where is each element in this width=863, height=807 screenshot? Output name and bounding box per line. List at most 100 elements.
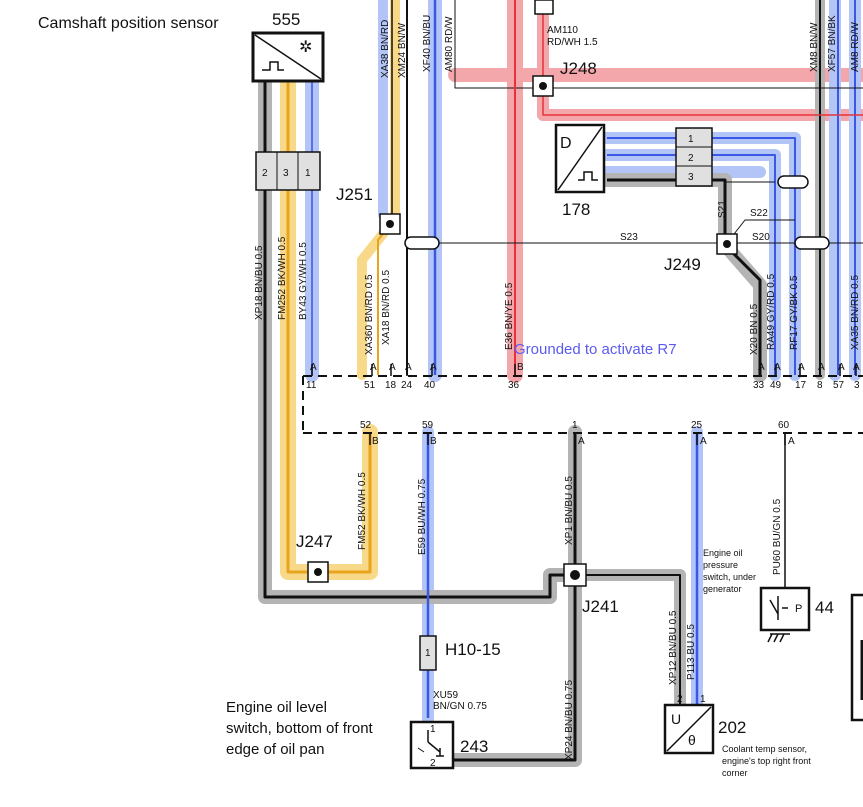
wire-label-xa18: XA18 BN/RD 0.5 [381, 270, 392, 345]
top-pin-number-1: 51 [364, 380, 376, 391]
junction-j251-label: J251 [336, 185, 373, 204]
grounded-note: Grounded to activate R7 [514, 341, 677, 358]
xu59-label-1: XU59 [433, 690, 458, 701]
c555-pin-1: 1 [305, 168, 311, 179]
component-44-label: 44 [815, 598, 834, 617]
top-pin-number-0: 11 [306, 380, 317, 391]
wire-label-xa38: XA38 BN/RD [380, 20, 391, 78]
oil-pressure-switch-44 [759, 586, 811, 643]
top-pin-letter-8: A [798, 362, 805, 373]
splice-s23-label: S23 [620, 232, 638, 243]
c202-pin-2: 2 [677, 694, 683, 705]
vertical-wire-labels: XP18 BN/BU 0.5 FM252 BK/WH 0.5 BY43 GY/W… [254, 15, 861, 760]
wire-label-xa360: XA360 BN/RD 0.5 [364, 274, 375, 355]
am110-label-1: AM110 [547, 25, 578, 36]
gear-icon: ✲ [299, 39, 312, 56]
wire-label-xf57: XF57 BN/BK [827, 15, 838, 72]
wire-178-1 [607, 137, 796, 375]
coolant-label-2: engine's top right front [722, 756, 811, 766]
top-pin-letter-10: A [838, 362, 845, 373]
wire-label-xp18: XP18 BN/BU 0.5 [254, 245, 265, 320]
connector-555 [255, 151, 321, 191]
wire-label-ra49: RA49 GY/RD 0.5 [766, 273, 777, 350]
wire-label-xm24: XM24 BN/W [397, 22, 408, 78]
camshaft-sensor-label: Camshaft position sensor [38, 15, 219, 32]
splice-s21-label: S21 [717, 200, 728, 218]
bottom-pin-letter-4: A [788, 436, 795, 447]
bottom-pin-number-1: 59 [422, 420, 434, 431]
shield-capsules [404, 175, 830, 250]
pressure-p-label: P [795, 603, 802, 615]
wire-label-xm8: XM8 BN/W [809, 22, 820, 72]
wire-xp12 [575, 574, 681, 705]
h10-pin-1: 1 [425, 648, 431, 659]
wire-label-xp12: XP12 BN/BU 0.5 [668, 610, 679, 685]
gray-glow-xp12 [569, 569, 686, 711]
component-555-label: 555 [272, 10, 300, 29]
junction-j247-label: J247 [296, 532, 333, 551]
top-pin-letter-2: A [389, 362, 396, 373]
module-pins-top: A 11 A 51 A 18 A 24 A 40 B 36 A 33 A 49 … [306, 362, 860, 391]
splice-s20-label: S20 [752, 232, 770, 243]
c243-pin-1: 1 [430, 724, 436, 735]
top-pin-letter-4: A [430, 362, 437, 373]
c178-pin-2: 2 [688, 153, 694, 164]
wire-label-xp1: XP1 BN/BU 0.5 [564, 476, 575, 545]
oil-pressure-label-1: Engine oil [703, 548, 743, 558]
top-pin-letter-5: B [517, 362, 524, 373]
top-pin-number-3: 24 [401, 380, 413, 391]
component-178-label: 178 [562, 200, 590, 219]
c555-pin-2: 2 [262, 168, 268, 179]
junction-j249 [716, 233, 738, 255]
wire-label-p113: P113 BU 0.5 [686, 624, 697, 680]
top-pin-number-2: 18 [385, 380, 397, 391]
junction-j248 [532, 75, 554, 97]
wire-label-xf40: XF40 BN/BU [422, 15, 433, 72]
junction-j241 [563, 563, 587, 587]
coolant-label-1: Coolant temp sensor, [722, 744, 807, 754]
bottom-pin-number-3: 25 [691, 420, 703, 431]
wire-fm252 [286, 82, 372, 574]
pin-ticks-top [311, 364, 857, 376]
wire-label-by43: BY43 GY/WH 0.5 [298, 242, 309, 320]
top-pin-number-6: 33 [753, 380, 765, 391]
top-pin-number-8: 17 [795, 380, 807, 391]
component-243-label: 243 [460, 737, 488, 756]
square-wave-icon [262, 61, 284, 71]
ground-icon [767, 633, 790, 643]
wire-label-fm52: FM52 BK/WH 0.5 [357, 472, 368, 550]
connector-178 [675, 127, 713, 187]
component-202-label: 202 [718, 718, 746, 737]
wire-label-am8: AM8 RD/W [850, 21, 861, 72]
junction-j241-label: J241 [582, 597, 619, 616]
svg-text:θ: θ [688, 732, 696, 748]
module-pins-bottom: 52 B 59 B 1 A 25 A 60 A [360, 420, 795, 447]
bottom-pin-number-0: 52 [360, 420, 372, 431]
c555-pin-3: 3 [283, 168, 289, 179]
top-pin-number-5: 36 [508, 380, 520, 391]
top-pin-number-9: 8 [817, 380, 823, 391]
top-pin-number-11: 3 [854, 380, 860, 391]
bottom-pin-letter-0: B [372, 436, 379, 447]
coolant-label-3: corner [722, 768, 748, 778]
oil-level-label-2: switch, bottom of front [226, 720, 374, 737]
junction-j249-label: J249 [664, 255, 701, 274]
wire-layer [263, 0, 863, 762]
am110-label-2: RD/WH 1.5 [547, 37, 598, 48]
top-pin-letter-6: A [758, 362, 765, 373]
wire-label-am80: AM80 RD/W [444, 16, 455, 72]
oil-level-label-1: Engine oil level [226, 699, 327, 716]
wire-178-2 [607, 154, 776, 375]
wire-label-e36: E36 BN/YE 0.5 [504, 282, 515, 350]
wire-am110 [542, 12, 863, 116]
c178-pin-3: 3 [688, 172, 694, 183]
top-pin-number-4: 40 [424, 380, 436, 391]
connector-h10-15 [419, 635, 437, 671]
coolant-sensor-202: U θ [663, 703, 715, 755]
top-pin-letter-9: A [818, 362, 825, 373]
xu59-label-2: BN/GN 0.75 [433, 701, 487, 712]
top-pin-letter-3: A [405, 362, 412, 373]
connector-h10-15-label: H10-15 [445, 640, 501, 659]
wire-label-fm252: FM252 BK/WH 0.5 [277, 236, 288, 320]
